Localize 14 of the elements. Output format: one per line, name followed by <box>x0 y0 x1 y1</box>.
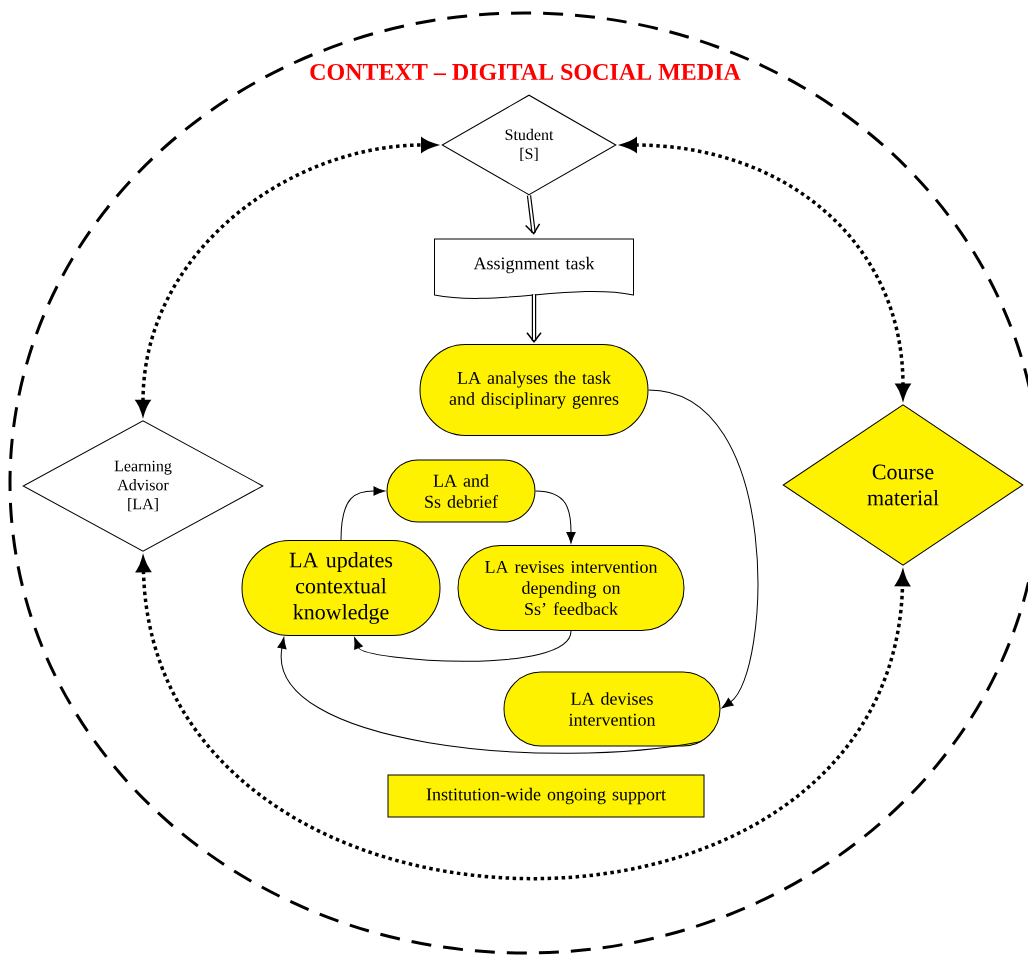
arrow <box>524 194 541 235</box>
process-box: LA and Ss debrief <box>386 459 536 523</box>
arrow <box>526 293 542 343</box>
arrow <box>340 486 385 541</box>
process-box: LA updates contextual knowledge <box>241 540 441 636</box>
arrow <box>535 490 576 544</box>
title: CONTEXT – DIGITAL SOCIAL MEDIA <box>310 63 741 81</box>
process-box: LA revises intervention depending on Ss’ feedback <box>457 545 685 631</box>
arrow <box>354 630 572 662</box>
support-box: Institution-wide ongoing support <box>387 774 705 818</box>
arrow <box>277 637 703 754</box>
process-box: LA analyses the task and disciplinary genres <box>419 344 649 436</box>
arrow <box>648 389 759 709</box>
process-box: LA devises intervention <box>503 671 721 747</box>
